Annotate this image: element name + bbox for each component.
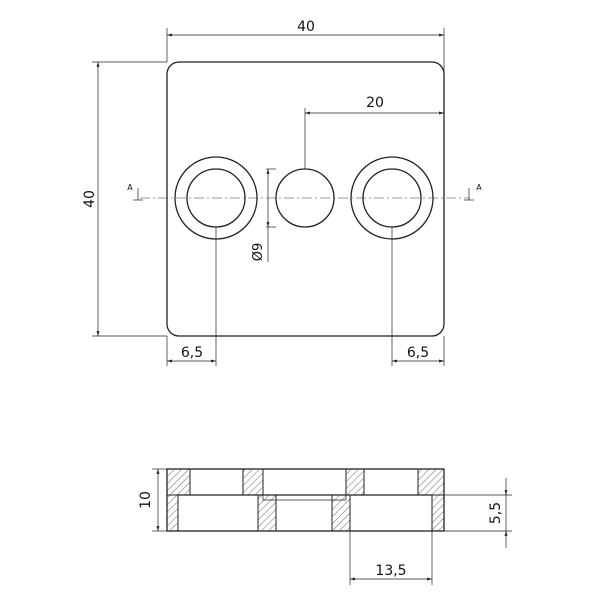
hatch-left-bottom [166,494,179,532]
step-height-dimension: 5,5 [444,478,512,548]
left-edge-label: 6,5 [181,345,203,361]
section-pocket-line [262,469,347,501]
hatch-right-top [417,468,445,496]
right-edge-dimension: 6,5 [391,227,445,366]
center-offset-label: 20 [366,95,384,111]
hatch-mid-left-bottom [257,494,277,532]
counterbore-dimension: 13,5 [349,531,433,585]
height-label: 40 [82,190,98,208]
width-label: 40 [297,19,315,35]
section-marker-left: A [127,183,143,201]
hole-diameter-dimension: Ø9 [251,168,276,262]
hatch-right-bottom [431,494,445,532]
top-view: 40 40 20 Ø9 6,5 [82,19,482,366]
step-height-label: 5,5 [488,502,504,524]
total-height-label: 10 [138,491,154,509]
height-dimension: 40 [82,61,167,337]
section-outline [166,468,445,532]
section-marker-right: A [464,183,482,201]
hole-diameter-label: Ø9 [251,243,266,262]
counterbore-label: 13,5 [375,563,406,579]
center-offset-dimension: 20 [304,62,445,169]
section-mark-left-label: A [127,183,133,192]
width-dimension: 40 [166,19,445,62]
hatch-left-top [166,468,191,496]
section-view: 10 5,5 13,5 [138,468,512,585]
right-edge-label: 6,5 [407,345,429,361]
total-height-dimension: 10 [138,468,167,532]
section-mark-right-label: A [476,183,482,192]
hatch-mid-right-top [345,468,365,496]
plate-outline [166,61,445,337]
left-edge-dimension: 6,5 [166,227,217,366]
hatch-mid-right-bottom [331,494,351,532]
hatch-mid-left-top [242,468,264,496]
